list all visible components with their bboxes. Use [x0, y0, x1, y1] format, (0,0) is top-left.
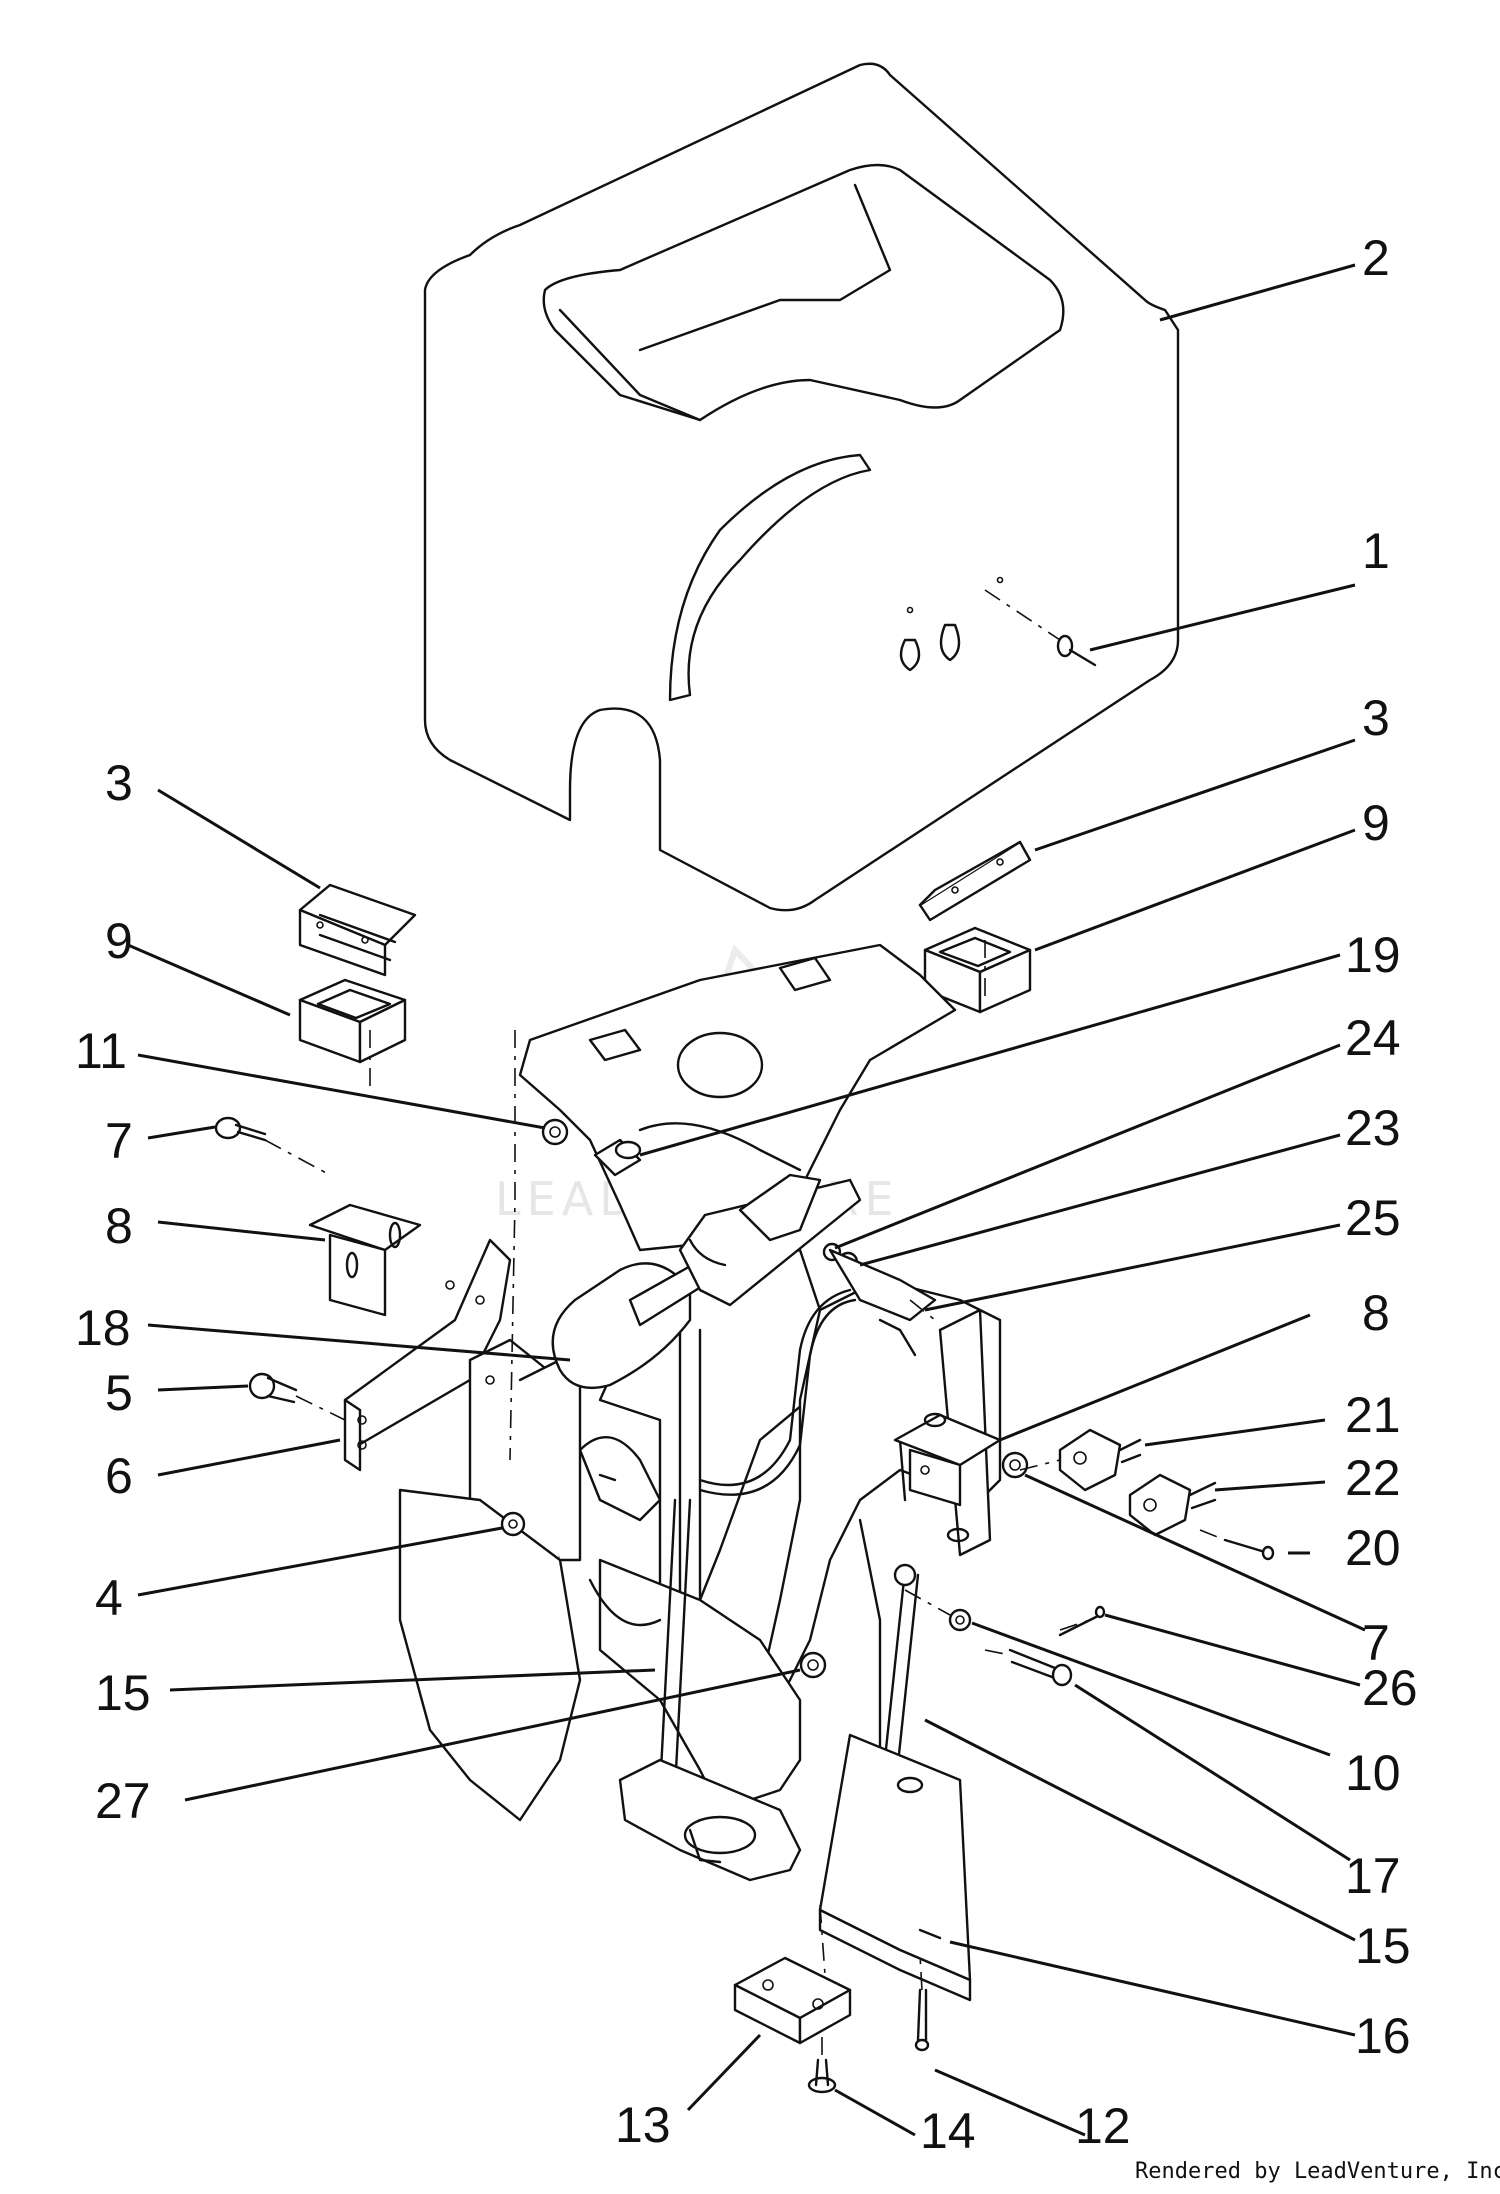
nut-part-7-right	[1001, 1451, 1029, 1479]
callout-leader-lines	[127, 263, 1366, 2137]
screw-part-20	[1199, 1529, 1275, 1561]
pedal-plate-part-16	[818, 1733, 972, 2002]
washer-part-10	[904, 1589, 972, 1632]
callout-22: 22	[1345, 1450, 1401, 1506]
callout-19: 19	[1345, 927, 1401, 983]
control-lever-part-18	[551, 1173, 862, 1390]
nut-part-11	[541, 1118, 569, 1146]
callout-15: 15	[1355, 1918, 1411, 1974]
switch-part-21	[1058, 1428, 1142, 1492]
callout-16: 16	[1355, 2008, 1411, 2064]
lower-frame	[398, 1488, 802, 1822]
pin-part-26	[1058, 1605, 1106, 1637]
bolt-part-5	[248, 1372, 346, 1421]
callout-11: 11	[75, 1023, 127, 1079]
callout-24: 24	[1345, 1010, 1401, 1066]
callout-5: 5	[105, 1365, 133, 1421]
clevis-pin-part-17	[984, 1648, 1073, 1687]
callout-labels: 2 1 3 3 9 9 19 11 24 7 23 8 25 18 8 5 21…	[75, 230, 1418, 2159]
angle-bracket-left	[298, 883, 417, 977]
callout-3: 3	[105, 755, 133, 811]
render-credit: Rendered by LeadVenture, Inc.	[1135, 2159, 1500, 2184]
callout-10: 10	[1345, 1745, 1401, 1801]
callout-21: 21	[1345, 1387, 1401, 1443]
console-cover-part	[423, 62, 1180, 912]
side-bracket-part-6	[343, 1238, 512, 1472]
nut-part-4	[500, 1511, 526, 1537]
callout-17: 17	[1345, 1848, 1401, 1904]
callout-14: 14	[920, 2103, 976, 2159]
assembly-centre-lines	[369, 940, 1061, 1471]
callout-8: 8	[1362, 1285, 1390, 1341]
callout-2: 2	[1362, 230, 1390, 286]
l-bracket-left	[308, 1203, 422, 1317]
rod-part-15-left	[658, 1498, 692, 1792]
callout-8: 8	[105, 1198, 133, 1254]
callout-9: 9	[105, 913, 133, 969]
spacer-block-left	[298, 978, 407, 1064]
callout-25: 25	[1345, 1190, 1401, 1246]
callout-20: 20	[1345, 1520, 1401, 1576]
callout-1: 1	[1362, 523, 1390, 579]
bolt-part-14	[807, 2030, 837, 2094]
callout-13: 13	[615, 2097, 671, 2153]
callout-15: 15	[95, 1665, 151, 1721]
callout-7: 7	[105, 1113, 133, 1169]
callout-7: 7	[1362, 1615, 1390, 1671]
screw-part-1	[984, 589, 1097, 667]
callout-12: 12	[1075, 2098, 1131, 2154]
callout-9: 9	[1362, 795, 1390, 851]
bolt-left	[214, 1116, 331, 1176]
pad-block-part-13	[733, 1904, 852, 2045]
callout-18: 18	[75, 1300, 131, 1356]
callout-27: 27	[95, 1773, 151, 1829]
spacer-part-19	[593, 1138, 642, 1177]
spacer-block-right	[923, 926, 1032, 1014]
switch-part-22	[1128, 1473, 1217, 1537]
callout-3: 3	[1362, 690, 1390, 746]
callout-6: 6	[105, 1448, 133, 1504]
screw-part-12	[914, 1954, 930, 2052]
angle-bracket-right	[918, 840, 1032, 922]
callout-26: 26	[1362, 1660, 1418, 1716]
nut-part-27	[799, 1651, 827, 1679]
l-bracket-right	[893, 1412, 1002, 1507]
callout-23: 23	[1345, 1100, 1401, 1156]
control-cable	[588, 1288, 857, 1627]
pedal-beam	[618, 1758, 802, 1882]
callout-4: 4	[95, 1570, 123, 1626]
